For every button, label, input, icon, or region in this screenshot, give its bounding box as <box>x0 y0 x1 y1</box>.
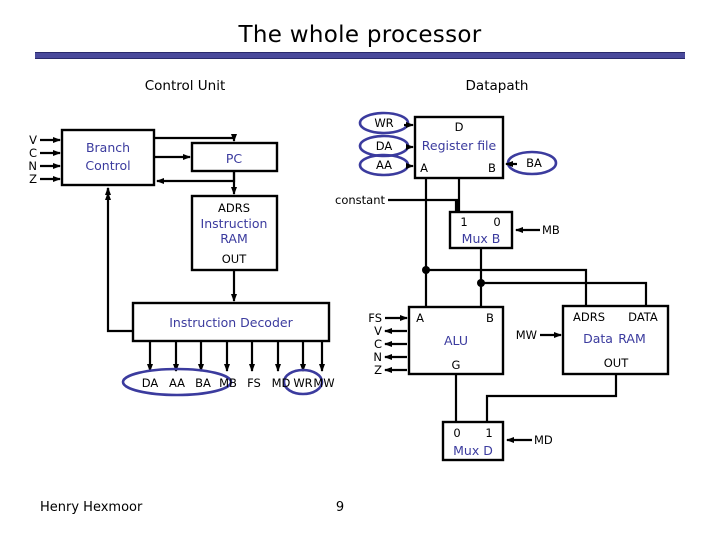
data-ram-box[interactable] <box>561 304 670 376</box>
alu-label: ALU <box>444 333 468 348</box>
junction-dot-b-bus <box>477 279 485 287</box>
mux-b-input-0: 0 <box>493 215 500 229</box>
data-ram-adrs-port: ADRS <box>573 310 605 324</box>
pc-label: PC <box>226 151 243 166</box>
footer-page-number: 9 <box>335 500 345 515</box>
register-file-b-port: B <box>488 161 496 175</box>
instruction-ram-adrs-port: ADRS <box>218 201 250 215</box>
flag-label-z: Z <box>29 172 37 186</box>
mux-d-input-1: 1 <box>485 426 492 440</box>
decoder-output-mb: MB <box>219 376 237 390</box>
branch-control-label-line1: Branch <box>86 140 130 155</box>
alu-input-c: C <box>374 337 382 351</box>
alu-input-fs: FS <box>368 311 382 325</box>
register-file-box[interactable] <box>413 115 505 180</box>
data-ram-out-port: OUT <box>604 356 629 370</box>
branch-control-box[interactable] <box>60 128 156 187</box>
decoder-output-md: MD <box>272 376 291 390</box>
decoder-output-highlight-wr <box>282 368 324 396</box>
instruction-ram-name-line1: Instruction <box>201 216 268 231</box>
register-file-aa-label: AA <box>376 158 392 172</box>
mux-b-label: Mux B <box>462 231 501 246</box>
branch-control-label-line2: Control <box>85 158 130 173</box>
decoder-output-da: DA <box>142 376 159 390</box>
instruction-decoder-label: Instruction Decoder <box>169 315 293 330</box>
mux-b-input-1: 1 <box>460 215 467 229</box>
alu-input-z: Z <box>374 363 382 377</box>
mux-d-label: Mux D <box>453 443 493 458</box>
register-file-name: Register file <box>422 138 497 153</box>
alu-a-port: A <box>416 311 424 325</box>
data-ram-name-line2: RAM <box>618 331 646 346</box>
decoder-output-highlight-addresses <box>121 367 233 397</box>
junction-dot-a-bus <box>422 266 430 274</box>
title-divider <box>35 52 685 59</box>
alu-box[interactable] <box>407 305 505 376</box>
mux-d-box[interactable] <box>441 420 505 462</box>
flag-label-c: C <box>29 146 37 160</box>
decoder-output-ba: BA <box>195 376 211 390</box>
decoder-output-wr: WR <box>293 376 312 390</box>
mux-b-select-label: MB <box>542 223 560 237</box>
data-ram-mw-label: MW <box>516 328 537 342</box>
mux-d-input-0: 0 <box>453 426 460 440</box>
register-file-ba-label: BA <box>526 156 542 170</box>
data-ram-data-port: DATA <box>628 310 658 324</box>
alu-g-port: G <box>452 358 461 372</box>
instruction-decoder-box[interactable] <box>131 301 331 343</box>
footer-author: Henry Hexmoor <box>40 500 143 515</box>
decoder-output-aa: AA <box>169 376 185 390</box>
constant-label: constant <box>335 193 385 207</box>
register-file-da-label: DA <box>376 139 393 153</box>
register-file-d-port: D <box>455 120 464 134</box>
instruction-ram-out-port: OUT <box>222 252 247 266</box>
alu-b-port: B <box>486 311 494 325</box>
decoder-output-fs: FS <box>247 376 261 390</box>
instruction-ram-name-line2: RAM <box>220 231 248 246</box>
alu-input-v: V <box>374 324 382 338</box>
register-file-wr-label: WR <box>374 116 393 130</box>
data-ram-name-line1: Data <box>583 331 613 346</box>
flag-label-n: N <box>28 159 37 173</box>
section-label-datapath: Datapath <box>466 78 529 94</box>
register-file-a-port: A <box>420 161 428 175</box>
section-label-control-unit: Control Unit <box>145 78 226 94</box>
mux-d-select-label: MD <box>534 433 553 447</box>
page-title: The whole processor <box>238 22 482 48</box>
alu-input-n: N <box>373 350 382 364</box>
decoder-output-mw: MW <box>313 376 334 390</box>
flag-label-v: V <box>29 133 37 147</box>
